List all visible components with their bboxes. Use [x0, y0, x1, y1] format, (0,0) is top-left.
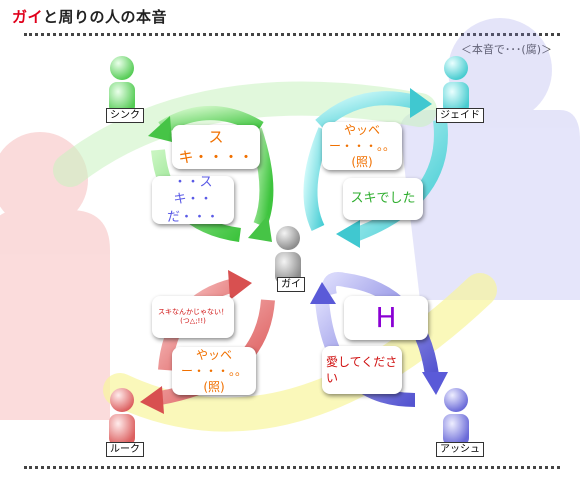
arrows-jade	[303, 88, 448, 248]
arrowhead-guy-to-luke	[140, 386, 164, 414]
arrowhead-guy-to-asch	[422, 372, 448, 395]
arrowhead-guy-to-jade	[410, 88, 432, 118]
arrow-guy-to-sync-green	[158, 106, 264, 135]
msg-guy-to-asch: 愛してください	[322, 346, 402, 394]
msg-luke-to-guy: スキなんかじゃない！(つ△;!!)	[152, 296, 234, 338]
msg-asch-to-guy-text: H	[375, 301, 397, 335]
bg-person-blue	[400, 18, 580, 300]
arrow-jade-inner-cyan	[303, 127, 332, 231]
arrow-jade-to-guy-cyan	[352, 119, 448, 242]
arrowhead-guy-to-sync	[148, 116, 172, 142]
label-jade: ジェイド	[436, 108, 484, 123]
title-rest: と周りの人の本音	[43, 8, 168, 26]
title-highlight: ガイ	[12, 8, 44, 26]
msg-jade-to-guy: スキでした	[343, 178, 423, 220]
label-guy: ガイ	[277, 277, 305, 292]
person-guy-icon	[275, 226, 301, 284]
msg-sync-to-guy: ・・スキ・・だ・・・	[152, 174, 234, 225]
person-asch-icon	[443, 388, 469, 446]
arrowhead-luke-to-guy	[228, 270, 252, 300]
msg-guy-to-luke: やッベー・・・。。(照)	[172, 347, 256, 395]
arrowhead-jade-to-guy	[336, 220, 360, 248]
arrowhead-asch-to-guy	[310, 282, 336, 304]
arrowhead-sync-to-guy	[248, 215, 272, 242]
note-text: ＜本音で･･･(腐)＞	[461, 41, 552, 57]
label-sync: シンク	[106, 108, 144, 123]
msg-guy-to-sync: スキ・・・・	[172, 125, 260, 169]
msg-asch-to-guy: H	[344, 296, 428, 340]
bottom-divider	[24, 466, 560, 469]
arrow-guy-to-jade-cyan	[315, 91, 417, 131]
msg-luke-to-guy-text: スキなんかじゃない！(つ△;!!)	[158, 307, 228, 325]
page-title: ガイと周りの人の本音	[12, 6, 167, 27]
msg-guy-to-luke-text: やッベー・・・。。(照)	[180, 347, 247, 395]
person-jade-icon	[443, 56, 469, 114]
msg-guy-to-sync-text: スキ・・・・	[178, 127, 254, 166]
label-luke: ルーク	[106, 442, 144, 457]
person-sync-icon	[109, 56, 135, 114]
person-luke-icon	[109, 388, 135, 446]
msg-guy-to-jade: やッベー・・・。。(照)	[322, 122, 402, 170]
bg-arc-yellow	[103, 273, 497, 432]
msg-guy-to-jade-text: やッベー・・・。。(照)	[328, 122, 395, 170]
msg-sync-to-guy-text: ・・スキ・・だ・・・	[166, 174, 219, 225]
msg-jade-to-guy-text: スキでした	[350, 191, 416, 207]
top-divider	[24, 33, 560, 36]
label-asch: アッシュ	[436, 442, 484, 457]
arrows-sync	[148, 106, 274, 242]
msg-guy-to-asch-text: 愛してください	[326, 354, 398, 385]
